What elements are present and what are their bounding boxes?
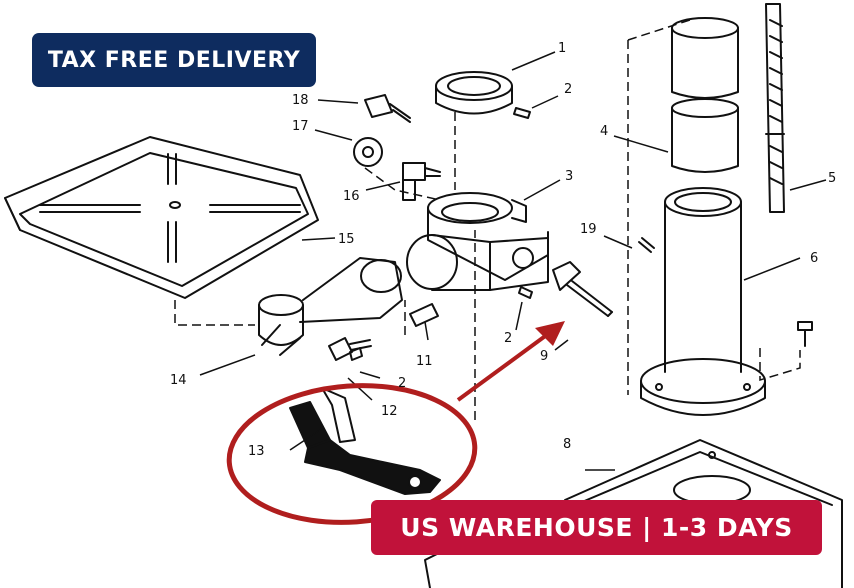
sleeves-part <box>671 17 739 173</box>
table-part <box>4 136 319 299</box>
callout-18: 18 <box>292 93 309 108</box>
callout-9: 9 <box>540 349 548 364</box>
callout-3: 3 <box>565 169 573 184</box>
housing-part <box>406 192 549 291</box>
callout-6: 6 <box>810 251 818 266</box>
collar-part <box>435 71 513 115</box>
callout-8: 8 <box>563 437 571 452</box>
callout-1: 1 <box>558 41 566 56</box>
us-warehouse-badge: US WAREHOUSE | 1-3 DAYS <box>371 500 822 555</box>
leader-lines <box>199 51 827 471</box>
pin-part <box>409 303 439 327</box>
callout-16: 16 <box>343 189 360 204</box>
callout-15: 15 <box>338 232 355 247</box>
callout-5: 5 <box>828 171 836 186</box>
callout-2a: 2 <box>564 82 572 97</box>
small-parts <box>353 94 655 299</box>
callout-4: 4 <box>600 124 608 139</box>
callout-13: 13 <box>248 444 265 459</box>
screw-part <box>328 337 372 361</box>
bolt-part <box>797 321 813 347</box>
crank-part <box>552 261 613 317</box>
highlight-annotation <box>226 321 565 525</box>
callout-12: 12 <box>381 404 398 419</box>
callout-14: 14 <box>170 373 187 388</box>
callout-11: 11 <box>416 354 433 369</box>
table-support-part <box>258 257 403 356</box>
callout-17: 17 <box>292 119 309 134</box>
callout-19: 19 <box>580 222 597 237</box>
tax-free-delivery-badge: TAX FREE DELIVERY <box>32 33 316 87</box>
column-part <box>640 187 766 416</box>
callout-2b: 2 <box>504 331 512 346</box>
callout-labels: 1 2 3 4 5 6 8 9 11 12 13 14 15 16 17 18 … <box>170 41 836 459</box>
handle-part <box>289 387 441 495</box>
callout-2c: 2 <box>398 376 406 391</box>
rack-part <box>765 3 785 213</box>
